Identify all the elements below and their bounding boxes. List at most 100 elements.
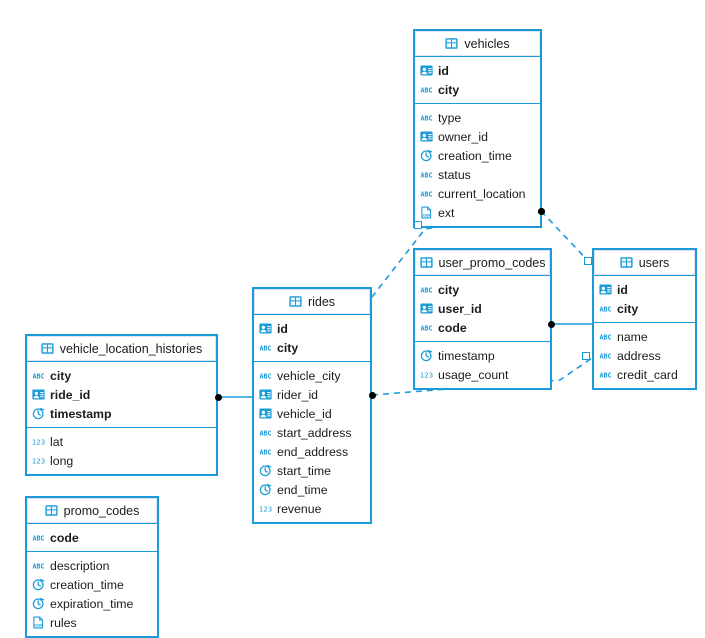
table-row[interactable]: ABC name: [594, 327, 695, 346]
column-name: user_id: [438, 301, 482, 316]
table-row[interactable]: creation_time: [415, 146, 540, 165]
table-row[interactable]: id: [415, 61, 540, 80]
123-number-icon: 123: [420, 368, 433, 381]
svg-text:ABC: ABC: [420, 286, 432, 294]
column-name: address: [617, 348, 661, 363]
svg-text:ABC: ABC: [599, 352, 611, 360]
svg-text:123: 123: [259, 505, 272, 513]
table-row[interactable]: expiration_time: [27, 594, 157, 613]
clock-icon: [420, 349, 433, 362]
table-row[interactable]: owner_id: [415, 127, 540, 146]
table-row[interactable]: timestamp: [415, 346, 550, 365]
abc-text-icon: ABC: [259, 369, 272, 382]
table-row[interactable]: ride_id: [27, 385, 216, 404]
edge-endpoint-dot-vlh-rides: [214, 393, 222, 401]
column-name: long: [50, 453, 74, 468]
clock-icon: [259, 464, 272, 477]
column-name: credit_card: [617, 367, 678, 382]
svg-text:JSON: JSON: [422, 214, 431, 218]
table-row[interactable]: vehicle_id: [254, 404, 370, 423]
table-header-vehicles[interactable]: vehicles: [415, 31, 540, 57]
table-row[interactable]: timestamp: [27, 404, 216, 423]
svg-text:ABC: ABC: [32, 562, 44, 570]
column-name: city: [617, 301, 639, 316]
table-row[interactable]: creation_time: [27, 575, 157, 594]
column-name: start_time: [277, 463, 331, 478]
column-name: ride_id: [50, 387, 91, 402]
table-header-promo_codes[interactable]: promo_codes: [27, 498, 157, 524]
id-badge-icon: [259, 322, 272, 335]
column-name: name: [617, 329, 648, 344]
table-header-users[interactable]: users: [594, 250, 695, 276]
table-name: rides: [307, 294, 336, 309]
table-header-rides[interactable]: rides: [254, 289, 370, 315]
column-name: city: [438, 82, 460, 97]
abc-text-icon: ABC: [599, 330, 612, 343]
abc-text-icon: ABC: [32, 531, 45, 544]
abc-text-icon: ABC: [420, 283, 433, 296]
table-grid-icon: [45, 504, 58, 517]
column-name: expiration_time: [50, 596, 134, 611]
column-name: end_time: [277, 482, 328, 497]
table-name: user_promo_codes: [438, 255, 546, 270]
table-row[interactable]: rider_id: [254, 385, 370, 404]
table-row[interactable]: 123 revenue: [254, 499, 370, 518]
table-row[interactable]: start_time: [254, 461, 370, 480]
table-row[interactable]: id: [594, 280, 695, 299]
column-name: status: [438, 167, 471, 182]
column-name: revenue: [277, 501, 322, 516]
table-row[interactable]: id: [254, 319, 370, 338]
abc-text-icon: ABC: [420, 321, 433, 334]
svg-text:JSON: JSON: [34, 624, 43, 628]
abc-text-icon: ABC: [420, 187, 433, 200]
table-row[interactable]: 123 lat: [27, 432, 216, 451]
column-name: lat: [50, 434, 63, 449]
table-row[interactable]: 123 long: [27, 451, 216, 470]
json-document-icon: JSON: [420, 206, 433, 219]
table-name: promo_codes: [63, 503, 140, 518]
column-name: id: [438, 63, 449, 78]
svg-text:ABC: ABC: [420, 114, 432, 122]
svg-text:123: 123: [420, 371, 433, 379]
table-row[interactable]: user_id: [415, 299, 550, 318]
123-number-icon: 123: [32, 454, 45, 467]
clock-icon: [32, 407, 45, 420]
table-row[interactable]: ABC address: [594, 346, 695, 365]
table-header-user_promo_codes[interactable]: user_promo_codes: [415, 250, 550, 276]
column-name: rider_id: [277, 387, 319, 402]
table-header-vehicle_location_histories[interactable]: vehicle_location_histories: [27, 336, 216, 362]
column-name: city: [277, 340, 299, 355]
table-grid-icon: [41, 342, 54, 355]
table-row[interactable]: end_time: [254, 480, 370, 499]
svg-text:ABC: ABC: [420, 190, 432, 198]
123-number-icon: 123: [32, 435, 45, 448]
